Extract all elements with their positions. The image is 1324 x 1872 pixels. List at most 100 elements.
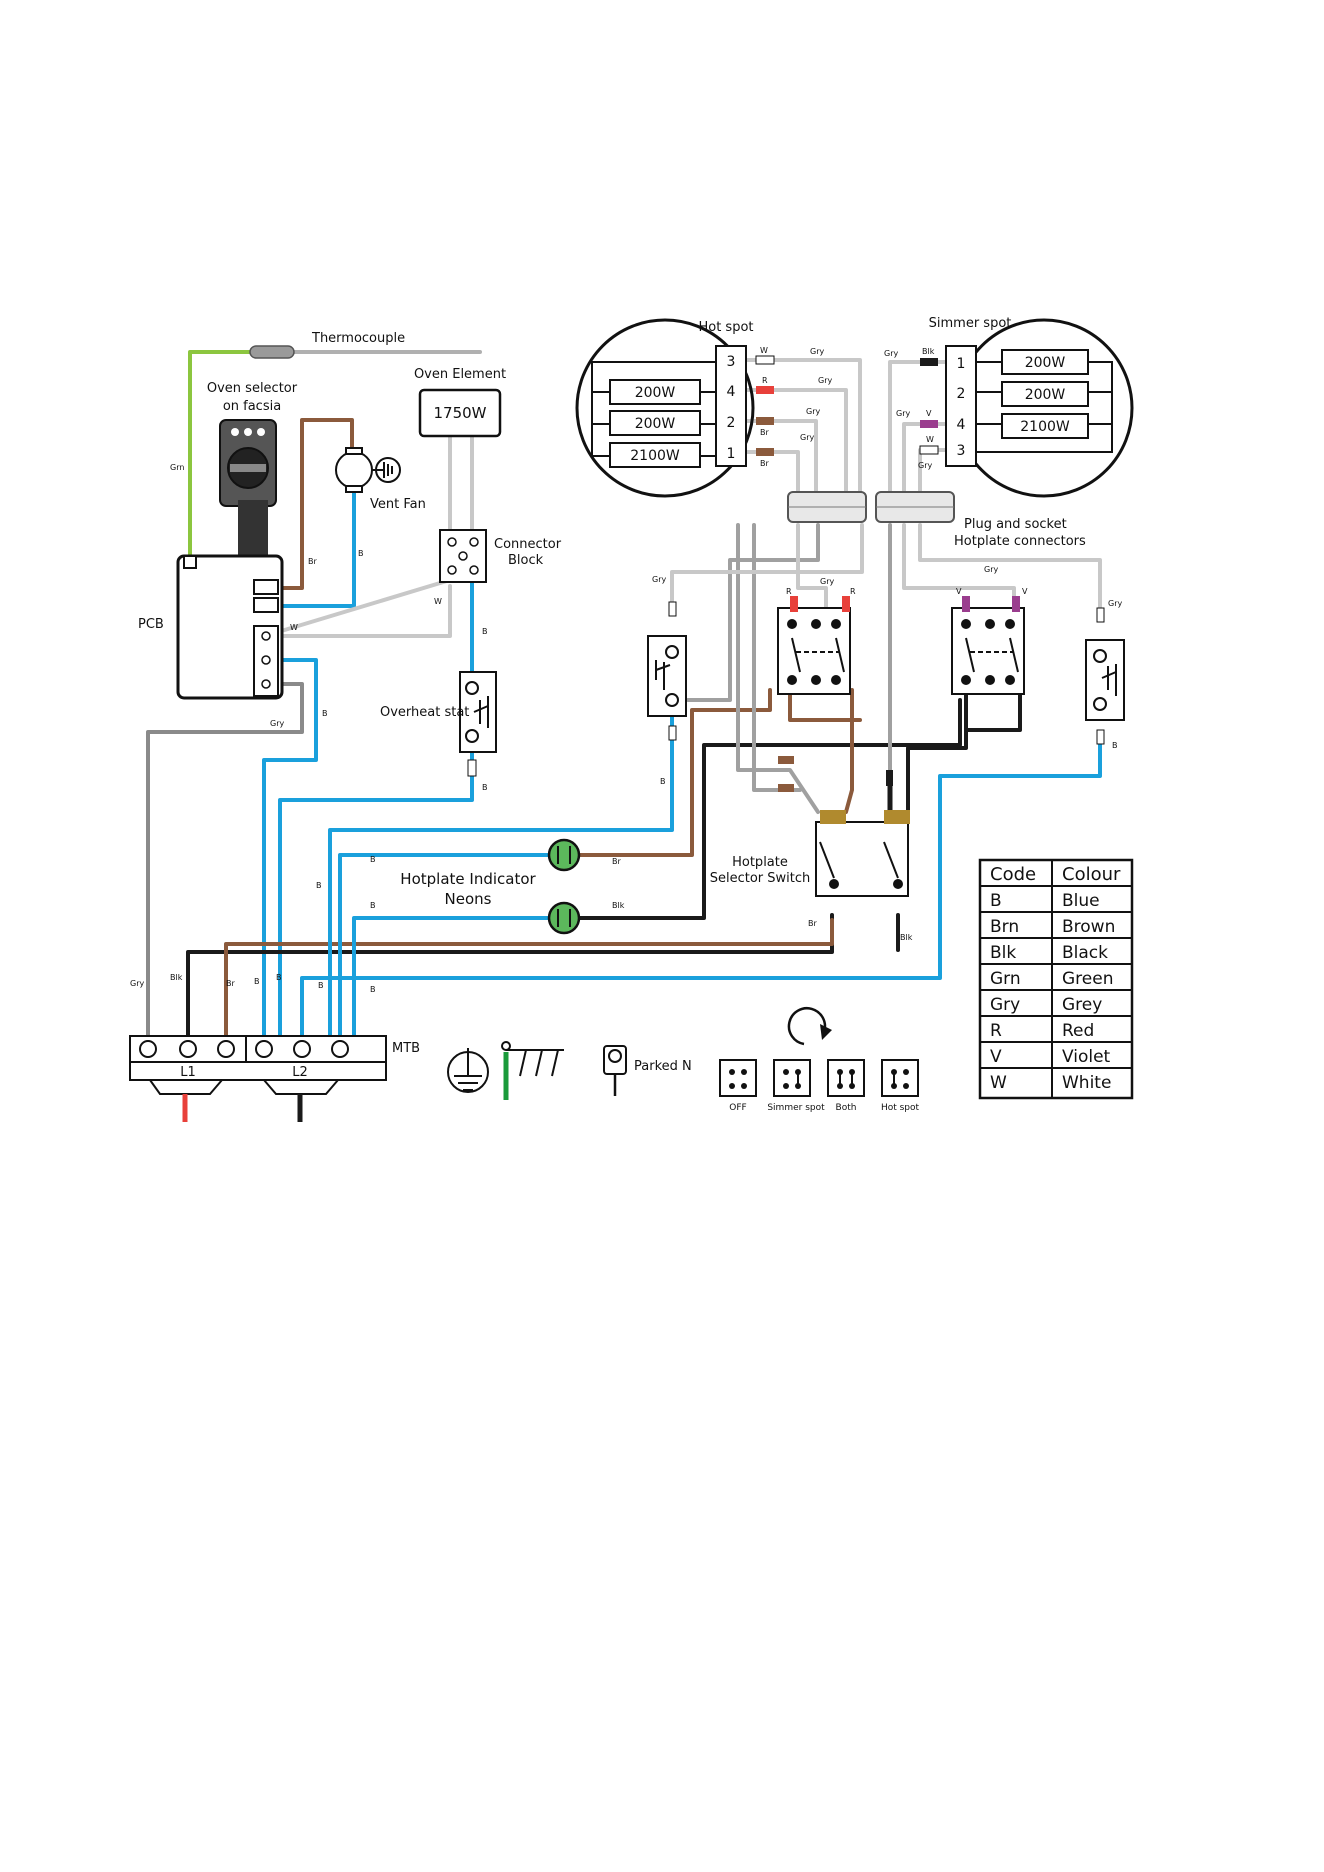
selector-pin-2 xyxy=(893,879,903,889)
ss-terminal-2: 2 xyxy=(957,386,966,402)
wire-grey-pcb-mtb xyxy=(146,682,304,1042)
overheat-stat-pin2 xyxy=(465,729,479,743)
mtb-screw-1 xyxy=(139,1040,157,1058)
mtb-label: MTB xyxy=(392,1041,420,1056)
hss-pin1 xyxy=(787,619,797,629)
connector-block-body xyxy=(439,529,487,583)
vent-fan: Vent Fan Br B xyxy=(308,447,426,566)
hs-element-1 xyxy=(609,379,701,405)
mtb-code-b3: B xyxy=(318,981,324,990)
connector-block-code-b: B xyxy=(482,627,488,636)
hss-lever2 xyxy=(835,637,845,673)
hot-spot-stat-code-b: B xyxy=(660,777,666,786)
simmer-spot-stat-pin1 xyxy=(1093,649,1107,663)
simmer-spot-stat-code-gry: Gry xyxy=(1108,599,1122,608)
hss-code-gry: Gry xyxy=(820,577,834,586)
neon-2 xyxy=(547,901,581,935)
parked-n-ring xyxy=(608,1049,622,1063)
selector-code-br: Br xyxy=(808,919,817,928)
pcb-label: PCB xyxy=(138,617,164,632)
hss-pin4 xyxy=(787,675,797,685)
selector-lever-1 xyxy=(819,841,835,879)
pcb-thermocouple-pad xyxy=(183,555,197,569)
simmer-spot-stat-contact xyxy=(1101,664,1117,696)
ss-terminal-1: 1 xyxy=(957,356,966,372)
plug-socket-label-2: Hotplate connectors xyxy=(954,534,1086,549)
legend-header-colour: Colour xyxy=(1062,864,1121,885)
legend-row-lines xyxy=(980,885,1132,1069)
earth-symbol-lines xyxy=(454,1048,482,1091)
selector-lever-2 xyxy=(883,841,899,879)
connector-block-hole-5 xyxy=(469,565,479,575)
overheat-stat: Overheat stat B xyxy=(380,671,497,792)
hss-pin6 xyxy=(831,675,841,685)
wire-grey-ps1 xyxy=(736,523,820,814)
legend-colour-green: Green xyxy=(1062,969,1113,989)
mtb-l2: L2 xyxy=(292,1065,308,1080)
hss-code-r1: R xyxy=(786,587,792,596)
switch-pos-off-dot-3 xyxy=(729,1083,735,1089)
ss-code-w: W xyxy=(926,435,934,444)
pcb-terminal-2 xyxy=(261,655,271,665)
mtb-code-b4: B xyxy=(370,985,376,994)
sss-pin3 xyxy=(1005,619,1015,629)
selector-conn-br1 xyxy=(778,756,794,764)
mtb-screw-4 xyxy=(255,1040,273,1058)
overheat-stat-contact xyxy=(473,696,489,728)
hs-element-1-label: 200W xyxy=(635,385,676,401)
sss-lever2 xyxy=(1009,637,1019,673)
hotplate-selector-switch: Hotplate Selector Switch xyxy=(710,756,910,897)
vent-fan-code-br: Br xyxy=(308,557,317,566)
oven-element-label: Oven Element xyxy=(414,367,506,382)
hss-conn-r2 xyxy=(842,596,850,612)
wire-green-thermocouple xyxy=(188,350,257,562)
colour-code-legend: Code Colour B Blue Brn Brown Blk Black G… xyxy=(978,858,1134,1100)
parked-n-label: Parked N xyxy=(634,1059,692,1074)
legend-colour-white: White xyxy=(1062,1073,1111,1093)
mtb-screw-6 xyxy=(331,1040,349,1058)
hs-terminal-3: 2 xyxy=(727,415,736,431)
vent-fan-motor xyxy=(335,451,373,489)
hs-code-gry3: Gry xyxy=(806,407,820,416)
hs-conn-r xyxy=(756,386,774,394)
wire-black-neon2 xyxy=(578,698,962,920)
simmer-spot-stat-conn-bot xyxy=(1096,729,1105,745)
hss-pin2 xyxy=(811,619,821,629)
switch-positions: OFF Simmer spot Both Hot spot xyxy=(719,1059,920,1113)
hs-element-wiring xyxy=(591,361,716,457)
mtb-wire-codes: Gry Blk Br B B B B B B B Br Blk xyxy=(130,855,913,994)
hot-spot-circle xyxy=(575,318,755,498)
ss-terminal-4: 3 xyxy=(957,443,966,459)
overheat-stat-code-b: B xyxy=(482,783,488,792)
connector-block-hole-4 xyxy=(447,565,457,575)
neon-2-code-blk: Blk xyxy=(612,901,625,910)
mtb-screw-3 xyxy=(217,1040,235,1058)
pcb-fan-terminal-1 xyxy=(253,579,279,595)
hs-code-br2: Br xyxy=(760,459,769,468)
hss-lever1 xyxy=(791,637,801,673)
ss-conn-w xyxy=(919,445,939,455)
vent-fan-brush-top xyxy=(345,447,363,455)
oven-element-box xyxy=(418,388,502,438)
wire-blue-stat-down xyxy=(278,738,474,1042)
parked-n: Parked N xyxy=(603,1045,692,1096)
pcb-fan-terminal-2 xyxy=(253,597,279,613)
vent-fan-label: Vent Fan xyxy=(370,497,426,512)
wire-grey-ps6 xyxy=(918,523,1102,612)
ss-element-3 xyxy=(1001,413,1089,439)
wire-grey-ps3 xyxy=(686,523,820,702)
hs-conn-w xyxy=(755,355,775,365)
hs-element-3-label: 2100W xyxy=(630,448,680,464)
wire-brown-vent-fan xyxy=(276,418,354,590)
simmer-spot-terminal-block xyxy=(945,345,977,467)
ss-code-blk: Blk xyxy=(922,347,935,356)
mtb-screw-5 xyxy=(293,1040,311,1058)
ss-element-3-label: 2100W xyxy=(1020,419,1070,435)
hot-spot-terminal-block xyxy=(715,345,747,467)
neon-1-electrodes xyxy=(557,846,571,864)
connector-block: Connector Block W B xyxy=(434,529,562,636)
wire-blue-neon3 xyxy=(352,916,550,1042)
mtb-code-gry: Gry xyxy=(130,979,144,988)
legend-code-v: V xyxy=(990,1047,1002,1067)
sss-conn-v1 xyxy=(962,596,970,612)
